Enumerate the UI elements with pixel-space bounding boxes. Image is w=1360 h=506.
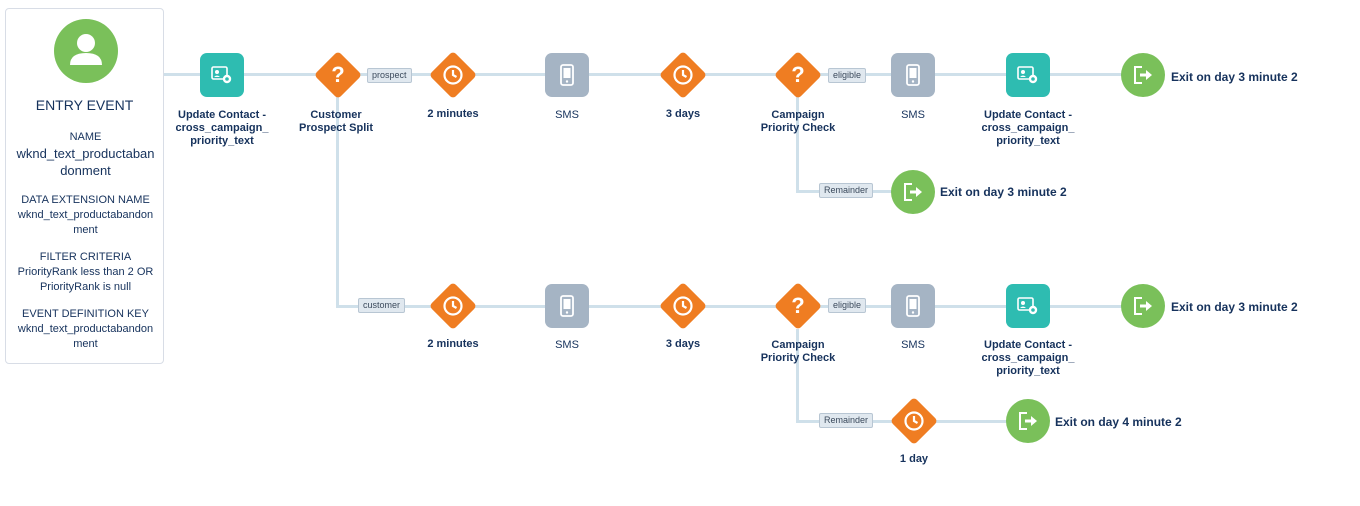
data-extension-label: DATA EXTENSION NAME	[21, 194, 150, 206]
question-icon: ?	[331, 62, 345, 87]
wait-label: 3 days	[665, 338, 701, 350]
wait-activity[interactable]	[658, 281, 708, 331]
mobile-icon	[545, 284, 589, 328]
filter-criteria-value-line-1: PriorityRank less than 2 OR	[17, 266, 154, 278]
connector-remainder-top-down	[796, 97, 799, 193]
sms-activity[interactable]	[891, 284, 935, 328]
question-icon: ?	[791, 62, 805, 87]
name-label: NAME	[69, 131, 102, 143]
exit-label: Exit on day 3 minute 2	[940, 185, 1067, 199]
exit-icon	[1121, 53, 1165, 97]
path-label-eligible-top: eligible	[828, 68, 867, 83]
person-icon	[54, 19, 118, 83]
filter-criteria-value-line-2: PriorityRank is null	[39, 281, 132, 293]
sms-activity[interactable]	[891, 53, 935, 97]
wait-label: 2 minutes	[427, 338, 479, 350]
exit-icon	[1006, 399, 1050, 443]
connector-remainder-bottom-down	[796, 329, 799, 423]
mobile-icon	[891, 284, 935, 328]
wait-label: 3 days	[665, 108, 701, 120]
decision-priority-activity[interactable]: ?	[773, 281, 823, 331]
clock-icon	[890, 397, 938, 445]
update-contact-label: Update Contact - cross_campaign_ priorit…	[968, 339, 1088, 378]
update-contact-label: Update Contact - cross_campaign_ priorit…	[968, 109, 1088, 148]
data-extension-value-line-1: wknd_text_productabandon	[17, 209, 154, 221]
sms-label: SMS	[555, 339, 579, 351]
wait-activity[interactable]	[889, 396, 939, 446]
label-line: priority_text	[996, 135, 1060, 147]
update-contact-activity[interactable]	[1006, 53, 1050, 97]
wait-activity[interactable]	[658, 50, 708, 100]
path-label-eligible-bottom: eligible	[828, 298, 867, 313]
data-extension-value-line-2: ment	[73, 224, 98, 236]
label-line: Customer	[310, 109, 362, 121]
clock-icon	[429, 51, 477, 99]
name-value-line-1: wknd_text_productaban	[16, 146, 155, 161]
exit-activity[interactable]	[1006, 399, 1050, 443]
label-line: Prospect Split	[299, 122, 373, 134]
path-label-customer: customer	[358, 298, 406, 313]
sms-activity[interactable]	[545, 284, 589, 328]
sms-label: SMS	[555, 109, 579, 121]
label-line: priority_text	[996, 365, 1060, 377]
path-label-remainder-top: Remainder	[819, 183, 874, 198]
mobile-icon	[545, 53, 589, 97]
label-line: priority_text	[190, 135, 254, 147]
label-line: Update Contact -	[984, 339, 1072, 351]
event-definition-key-label: EVENT DEFINITION KEY	[22, 308, 149, 320]
connector-split-down	[336, 97, 339, 308]
entry-event-card[interactable]: ENTRY EVENT NAME wknd_text_productaban d…	[5, 8, 164, 364]
update-contact-icon	[1006, 284, 1050, 328]
label-line: cross_campaign_	[981, 122, 1075, 134]
sms-label: SMS	[901, 339, 925, 351]
question-icon: ?	[791, 293, 805, 318]
exit-icon	[891, 170, 935, 214]
decision-split-activity[interactable]: ?	[313, 50, 363, 100]
update-contact-icon	[1006, 53, 1050, 97]
label-line: Update Contact -	[984, 109, 1072, 121]
update-contact-activity[interactable]	[1006, 284, 1050, 328]
decision-priority-label: Campaign Priority Check	[743, 339, 853, 365]
label-line: Update Contact -	[178, 109, 266, 121]
exit-icon	[1121, 284, 1165, 328]
label-line: Campaign	[771, 339, 825, 351]
exit-activity[interactable]	[891, 170, 935, 214]
update-contact-icon	[200, 53, 244, 97]
label-line: cross_campaign_	[981, 352, 1075, 364]
exit-label: Exit on day 3 minute 2	[1171, 300, 1298, 314]
name-value-line-2: donment	[60, 163, 111, 178]
connector-customer	[336, 305, 1164, 308]
exit-activity[interactable]	[1121, 284, 1165, 328]
filter-criteria-label: FILTER CRITERIA	[39, 251, 132, 263]
decision-priority-activity[interactable]: ?	[773, 50, 823, 100]
decision-priority-label: Campaign Priority Check	[743, 109, 853, 135]
update-contact-label: Update Contact - cross_campaign_ priorit…	[166, 109, 278, 148]
exit-label: Exit on day 4 minute 2	[1055, 415, 1182, 429]
wait-activity[interactable]	[428, 50, 478, 100]
label-line: Campaign	[771, 109, 825, 121]
update-contact-activity[interactable]	[200, 53, 244, 97]
label-line: cross_campaign_	[175, 122, 269, 134]
wait-label: 2 minutes	[427, 108, 479, 120]
label-line: Priority Check	[760, 352, 836, 364]
exit-activity[interactable]	[1121, 53, 1165, 97]
path-label-prospect: prospect	[367, 68, 412, 83]
clock-icon	[659, 51, 707, 99]
decision-split-label: Customer Prospect Split	[280, 109, 392, 135]
clock-icon	[659, 282, 707, 330]
sms-activity[interactable]	[545, 53, 589, 97]
entry-event-title: ENTRY EVENT	[35, 97, 134, 113]
wait-activity[interactable]	[428, 281, 478, 331]
sms-label: SMS	[901, 109, 925, 121]
exit-label: Exit on day 3 minute 2	[1171, 70, 1298, 84]
wait-label: 1 day	[899, 453, 929, 465]
event-definition-key-value-line-1: wknd_text_productabandon	[17, 323, 154, 335]
path-label-remainder-bottom: Remainder	[819, 413, 874, 428]
label-line: Priority Check	[760, 122, 836, 134]
event-definition-key-value-line-2: ment	[73, 338, 98, 350]
clock-icon	[429, 282, 477, 330]
mobile-icon	[891, 53, 935, 97]
